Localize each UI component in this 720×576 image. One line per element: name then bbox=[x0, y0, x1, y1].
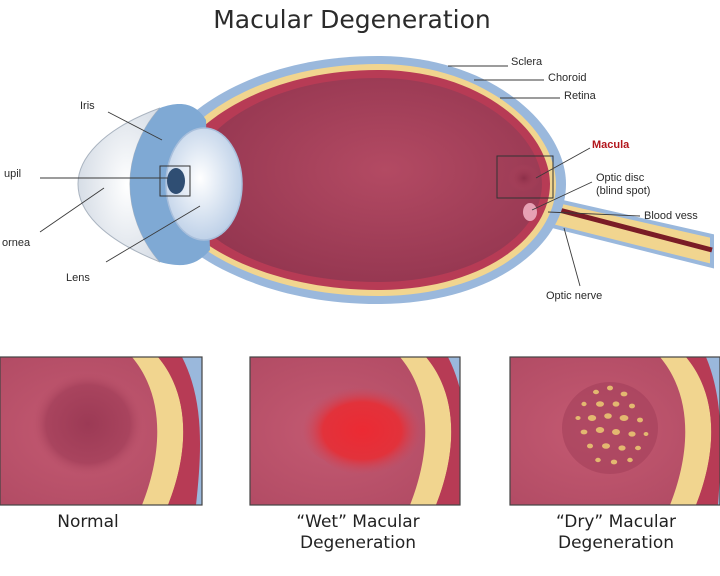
eye-cross-section bbox=[77, 56, 714, 304]
panel-normal: Normal bbox=[0, 356, 203, 532]
label-lens: Lens bbox=[66, 272, 90, 284]
label-pupil: upil bbox=[4, 168, 21, 180]
caption-wet-1: “Wet” Macular bbox=[296, 512, 419, 532]
caption-dry-1: “Dry” Macular bbox=[556, 512, 676, 532]
page-title: Macular Degeneration bbox=[213, 5, 491, 34]
vitreous-body bbox=[194, 78, 542, 282]
label-choroid: Choroid bbox=[548, 72, 587, 84]
caption-dry-2: Degeneration bbox=[558, 533, 674, 553]
macula bbox=[508, 164, 540, 192]
structure-labels: Sclera Choroid Retina Macula Optic disc … bbox=[2, 56, 698, 302]
label-iris: Iris bbox=[80, 100, 95, 112]
panel-dry: “Dry” Macular Degeneration bbox=[509, 356, 720, 553]
caption-normal: Normal bbox=[57, 512, 119, 532]
label-retina: Retina bbox=[564, 90, 597, 102]
label-sclera: Sclera bbox=[511, 56, 543, 68]
label-optic-nerve: Optic nerve bbox=[546, 290, 602, 302]
caption-wet-2: Degeneration bbox=[300, 533, 416, 553]
lens bbox=[165, 127, 243, 241]
pupil bbox=[167, 168, 185, 194]
label-optic-disc-2: (blind spot) bbox=[596, 185, 650, 197]
optic-disc bbox=[523, 203, 537, 221]
panel-wet: “Wet” Macular Degeneration bbox=[249, 356, 461, 553]
leader-lines bbox=[39, 65, 641, 287]
label-macula: Macula bbox=[592, 139, 630, 151]
drusen-deposits bbox=[575, 385, 649, 465]
label-cornea: ornea bbox=[2, 237, 31, 249]
macula-highlight-box bbox=[496, 155, 554, 199]
label-blood-vessels: Blood vess bbox=[644, 210, 698, 222]
pupil-highlight-box bbox=[159, 165, 191, 197]
label-optic-disc-1: Optic disc bbox=[596, 172, 645, 184]
